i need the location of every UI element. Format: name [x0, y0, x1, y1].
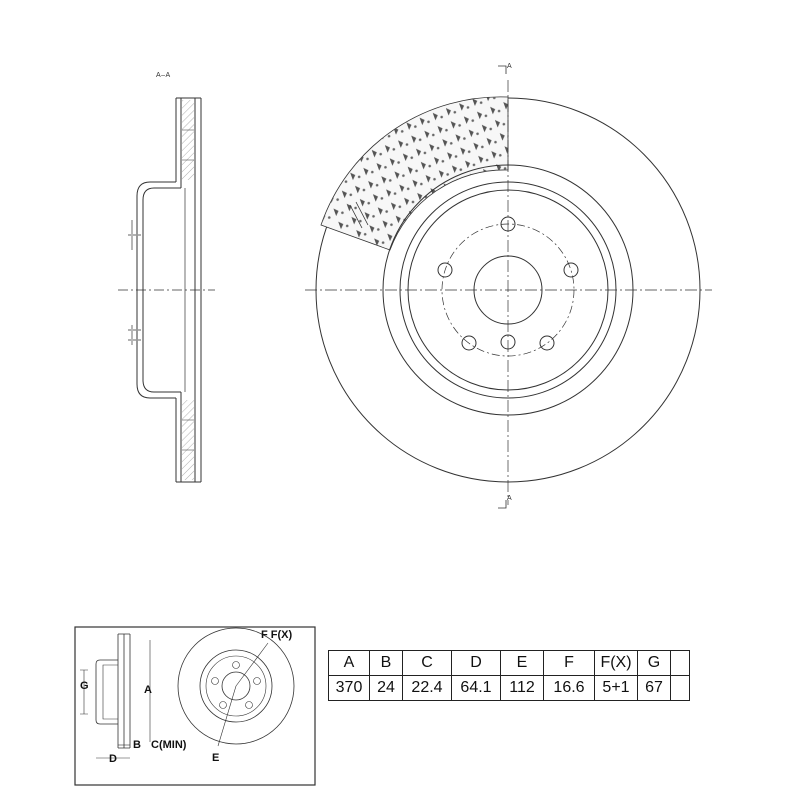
header-g: G — [637, 650, 671, 676]
value-c: 22.4 — [402, 675, 452, 701]
key-label-a: A — [144, 684, 152, 696]
key-label-e: E — [212, 752, 220, 764]
section-view — [118, 97, 215, 483]
key-label-c-min: C(MIN) — [151, 739, 187, 751]
value-a: 370 — [328, 675, 370, 701]
value-fx: 5+1 — [594, 675, 638, 701]
value-e: 112 — [500, 675, 544, 701]
key-label-d: D — [109, 753, 117, 765]
value-f: 16.6 — [543, 675, 595, 701]
front-view — [305, 65, 712, 509]
dimension-key-box — [74, 626, 316, 786]
spec-table-header-row: A B C D E F F(X) G — [328, 650, 690, 676]
value-empty — [670, 675, 690, 701]
value-b: 24 — [369, 675, 403, 701]
spec-table-value-row: 370 24 22.4 64.1 112 16.6 5+1 67 — [328, 675, 690, 701]
key-label-b: B — [133, 739, 141, 751]
header-fx: F(X) — [594, 650, 638, 676]
value-d: 64.1 — [451, 675, 501, 701]
header-c: C — [402, 650, 452, 676]
header-e: E — [500, 650, 544, 676]
key-label-g: G — [80, 680, 89, 692]
key-label-f-fx: F F(X) — [261, 629, 293, 641]
value-g: 67 — [637, 675, 671, 701]
header-f: F — [543, 650, 595, 676]
header-b: B — [369, 650, 403, 676]
header-empty — [670, 650, 690, 676]
cut-marker-top: A — [507, 63, 512, 70]
cut-marker-bottom: A — [507, 495, 512, 502]
header-d: D — [451, 650, 501, 676]
header-a: A — [328, 650, 370, 676]
section-label: A–A — [156, 72, 171, 79]
spec-table: A B C D E F F(X) G 370 24 22.4 64.1 112 … — [328, 650, 690, 701]
